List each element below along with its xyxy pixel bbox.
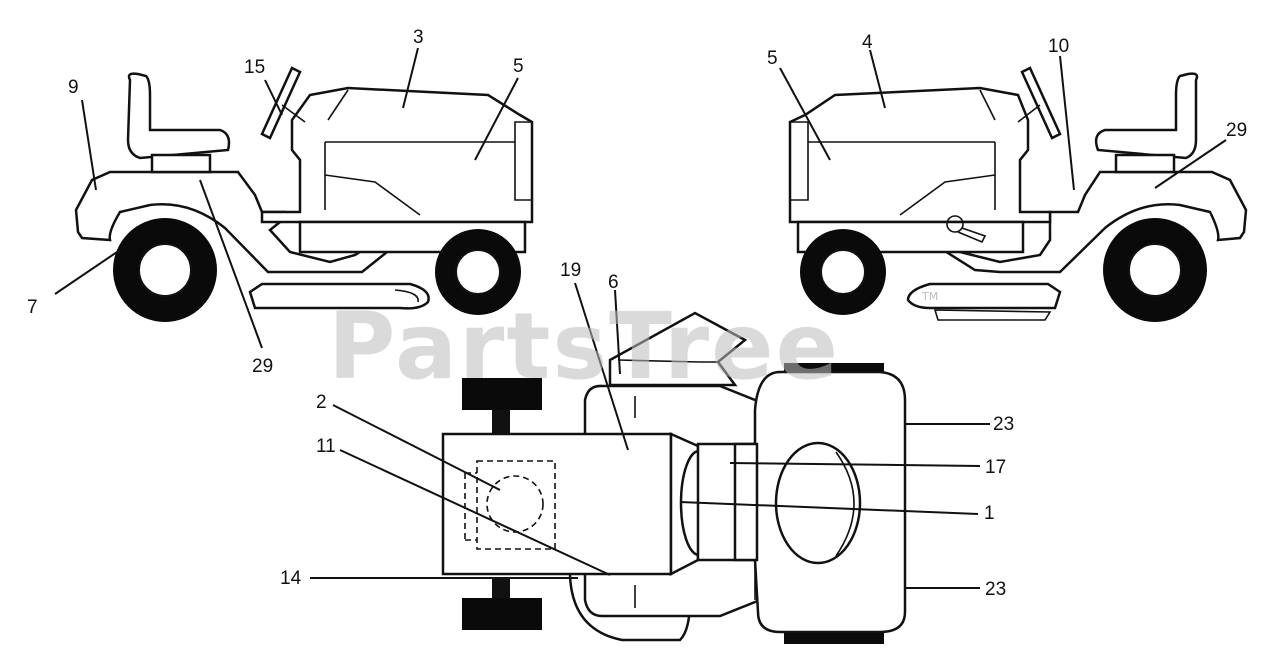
callout-14: 14 [280, 568, 302, 589]
callout-23-top: 23 [993, 414, 1014, 435]
callout-15: 15 [244, 57, 265, 78]
seat-left [126, 72, 231, 160]
tractor-right-side-view [788, 66, 1248, 322]
tractor-top-view [441, 311, 907, 644]
seat-pan-top [441, 432, 673, 576]
callout-9: 9 [68, 77, 79, 98]
leader-lines [54, 47, 1227, 589]
tractor-left-side-view [74, 66, 534, 322]
ignition-key-right [946, 215, 964, 233]
steering-wheel-right [1020, 66, 1062, 140]
grille-oval-top [774, 441, 862, 565]
callout-17: 17 [985, 457, 1006, 478]
callout-10: 10 [1048, 36, 1069, 57]
callout-23-bottom: 23 [985, 579, 1006, 600]
steering-wheel-left [260, 66, 302, 140]
seat-right [1094, 72, 1199, 160]
callout-5-left: 5 [513, 56, 524, 77]
callout-29-left: 29 [252, 356, 273, 377]
callout-4: 4 [862, 32, 873, 53]
hood-right [788, 86, 1052, 224]
callout-19: 19 [560, 260, 581, 281]
watermark-text: PartsTree [328, 293, 840, 400]
callout-6: 6 [608, 272, 619, 293]
callout-11: 11 [316, 436, 336, 457]
mower-deck-right [906, 282, 1062, 310]
hood-left [260, 86, 534, 224]
callout-labels: 9 15 3 5 7 29 5 4 10 29 19 6 2 11 14 23 … [27, 27, 1247, 600]
callout-3: 3 [413, 27, 424, 48]
mower-deck-left [248, 282, 430, 310]
watermark-trademark: TM [921, 290, 938, 303]
callout-1: 1 [984, 503, 995, 524]
rear-wheel-top-lower [462, 598, 542, 630]
rear-wheel-top-upper [462, 378, 542, 410]
callout-7: 7 [27, 297, 38, 318]
callout-29-right: 29 [1226, 120, 1247, 141]
callout-5-right: 5 [767, 48, 778, 69]
callout-2: 2 [316, 392, 327, 413]
